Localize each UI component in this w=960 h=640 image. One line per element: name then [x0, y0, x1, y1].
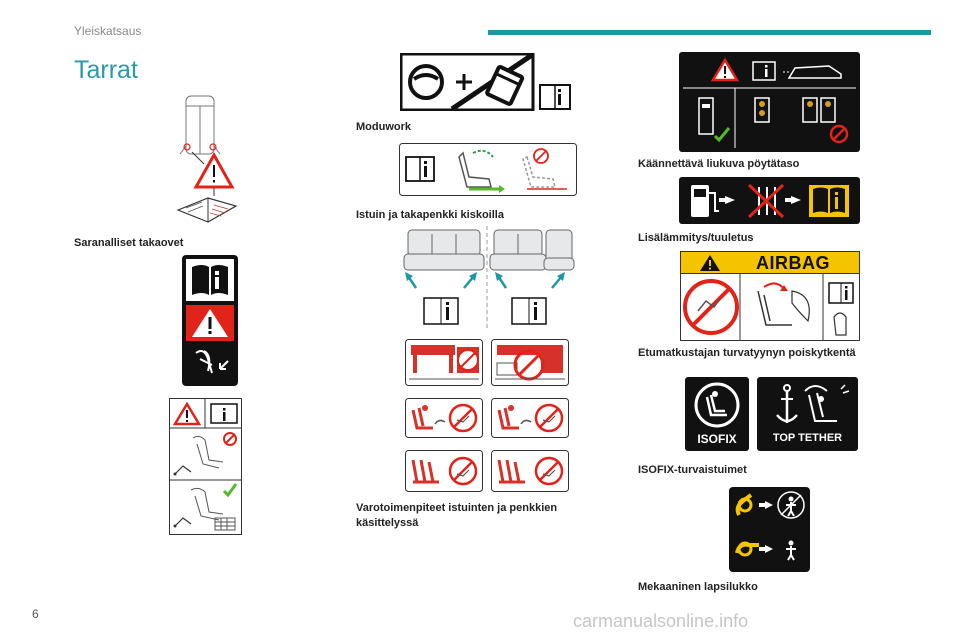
caption-moduwork: Moduwork: [356, 121, 411, 133]
precaution-label-5: [405, 450, 483, 492]
page-number: 6: [32, 607, 39, 621]
precaution-label-2: [491, 339, 569, 386]
caption-seat-precautions: Varotoimenpiteet istuinten ja penkkien k…: [356, 502, 558, 529]
rear-doors-illustration: [176, 95, 238, 223]
caption-isofix: ISOFIX-turvaistuimet: [638, 464, 747, 476]
isofix-label: ISOFIX: [685, 377, 749, 451]
caption-seat-rails: Istuin ja takapenkki kiskoilla: [356, 209, 504, 221]
header-accent-bar: [488, 30, 931, 35]
caption-heater: Lisälämmitys/tuuletus: [638, 232, 754, 244]
section-header: Yleiskatsaus: [74, 24, 142, 38]
seat-mounting-label: [169, 398, 242, 535]
caption-table: Käännettävä liukuva pöytätaso: [638, 158, 800, 170]
caption-rear-doors: Saranalliset takaovet: [74, 237, 184, 249]
heater-label: [679, 177, 860, 224]
child-lock-label: [729, 487, 810, 572]
caption-child-lock: Mekaaninen lapsilukko: [638, 581, 758, 593]
precaution-label-6: [491, 450, 569, 492]
precaution-label-1: [405, 339, 483, 386]
page-title: Tarrat: [74, 56, 138, 84]
seat-rails-illustration: [403, 226, 575, 329]
precaution-label-3: [405, 398, 483, 438]
watermark: carmanualsonline.info: [573, 611, 749, 631]
top-tether-label: TOP TETHER: [757, 377, 858, 451]
seat-rail-label: [399, 143, 577, 196]
table-label: [679, 52, 860, 152]
moduwork-label: [400, 53, 571, 111]
isofix-word: ISOFIX: [697, 432, 737, 446]
top-tether-word: TOP TETHER: [772, 432, 843, 444]
caption-airbag: Etumatkustajan turvatyynyn poiskytkentä: [638, 347, 856, 359]
seat-warning-label-vertical: [182, 255, 238, 386]
airbag-label: AIRBAG: [680, 251, 860, 341]
precaution-label-4: [491, 398, 569, 438]
airbag-word: AIRBAG: [756, 253, 830, 273]
